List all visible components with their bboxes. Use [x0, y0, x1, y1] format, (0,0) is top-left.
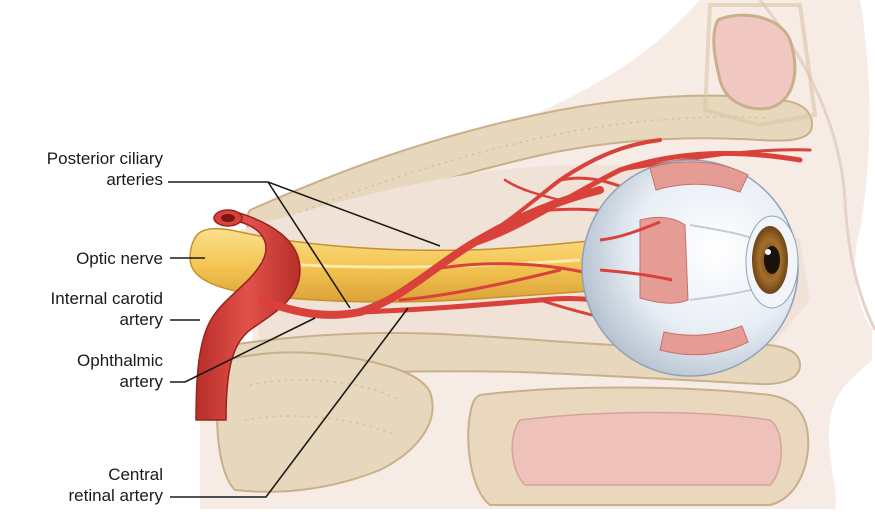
label-line: retinal artery	[69, 485, 163, 506]
label-line: artery	[77, 371, 163, 392]
label-line: Central	[69, 464, 163, 485]
label-optic-nerve: Optic nerve	[76, 248, 163, 269]
frontal-sinus	[714, 15, 795, 109]
label-posterior-ciliary-arteries: Posterior ciliary arteries	[47, 148, 163, 190]
label-line: Posterior ciliary	[47, 148, 163, 169]
label-internal-carotid-artery: Internal carotid artery	[51, 288, 163, 330]
label-line: Internal carotid	[51, 288, 163, 309]
eyeball	[582, 160, 798, 376]
label-central-retinal-artery: Central retinal artery	[69, 464, 163, 506]
label-line: arteries	[47, 169, 163, 190]
label-line: Ophthalmic	[77, 350, 163, 371]
label-line: Optic nerve	[76, 248, 163, 269]
medial-rectus-muscle	[640, 218, 688, 304]
label-ophthalmic-artery: Ophthalmic artery	[77, 350, 163, 392]
label-line: artery	[51, 309, 163, 330]
